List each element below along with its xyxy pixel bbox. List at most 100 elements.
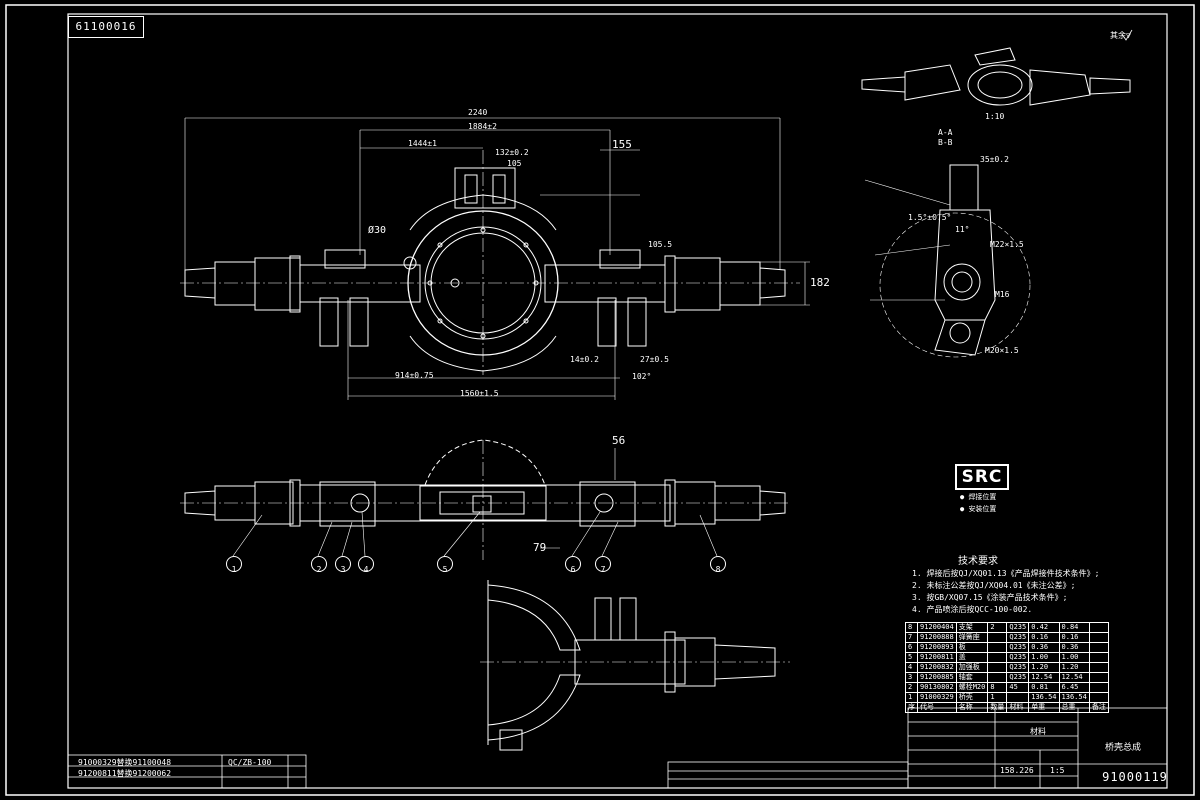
scale-value: 1:5 bbox=[1050, 766, 1065, 775]
bom-cell: 0.42 bbox=[1028, 622, 1060, 633]
bom-cell: 91000329 bbox=[917, 692, 957, 703]
balloon-label: 8 bbox=[715, 565, 721, 574]
roughness-note: 其余▽ bbox=[1110, 31, 1131, 40]
dim-d30: Ø30 bbox=[368, 225, 387, 236]
detail-view bbox=[480, 580, 790, 751]
bom-cell: 0.81 bbox=[1028, 682, 1060, 693]
bom-header: 序代号名称数量材料单重总重备注 bbox=[905, 702, 1109, 713]
bom-cell bbox=[987, 662, 1008, 673]
drawing-number-bottom: 91000119 bbox=[1102, 770, 1168, 784]
bom-cell-note bbox=[1088, 652, 1109, 663]
balloon-label: 4 bbox=[363, 565, 369, 574]
tech-req-3: 3. 按GB/XQ07.15《涂装产品技术条件》; bbox=[912, 593, 1068, 602]
bom-cell: Q235 bbox=[1006, 632, 1030, 643]
dim-79: 79 bbox=[533, 541, 547, 554]
balloon-label: 7 bbox=[600, 565, 606, 574]
bom-cell: 板 bbox=[955, 642, 989, 653]
bom-cell: 支架 bbox=[955, 622, 989, 633]
dim-105: 105 bbox=[507, 159, 522, 168]
bom-cell: 2 bbox=[987, 622, 1008, 633]
balloon-label: 2 bbox=[316, 565, 322, 574]
bom-cell: 1 bbox=[987, 692, 1008, 703]
dim-overall: 2240 bbox=[468, 108, 488, 117]
bom-cell: 0.16 bbox=[1058, 632, 1090, 643]
bom-cell: 盖 bbox=[955, 652, 989, 663]
bom-cell: 2 bbox=[905, 682, 918, 693]
section-view bbox=[864, 164, 1031, 358]
bom-cell: 91200885 bbox=[917, 672, 957, 683]
bom-cell bbox=[1006, 692, 1030, 703]
bom-cell bbox=[987, 642, 1008, 653]
balloon-7: 7 bbox=[595, 556, 611, 574]
bom-header-cell: 备注 bbox=[1088, 702, 1109, 713]
weight-value: 158.226 bbox=[1000, 766, 1034, 775]
iso-scale: 1:10 bbox=[985, 112, 1005, 121]
bom-cell: 3 bbox=[905, 672, 918, 683]
title-block-frame bbox=[67, 707, 1168, 789]
tech-req-2: 2. 未标注公差按QJ/XQ04.01《未注公差》; bbox=[912, 581, 1076, 590]
sec-dim-2: 1.5°±0.5° bbox=[908, 213, 952, 222]
side-view bbox=[180, 439, 790, 560]
dim-lower-b: 27±0.5 bbox=[640, 355, 669, 364]
bom-cell: 136.54 bbox=[1028, 692, 1060, 703]
dim-span-lower: 914±0.75 bbox=[395, 371, 434, 380]
bom-cell: Q235 bbox=[1006, 652, 1030, 663]
sec-dim-6: M16 bbox=[995, 290, 1010, 299]
dim-lower-a: 14±0.2 bbox=[570, 355, 599, 364]
main-dimensions bbox=[184, 117, 810, 400]
balloon-1: 1 bbox=[226, 556, 242, 574]
bom-cell: 0.36 bbox=[1058, 642, 1090, 653]
bom-cell: 弹簧座 bbox=[955, 632, 989, 643]
bom-cell: 12.54 bbox=[1058, 672, 1090, 683]
inner-frame bbox=[67, 13, 1168, 789]
section-label-aa: A-A bbox=[938, 128, 953, 137]
bom-cell: Q235 bbox=[1006, 642, 1030, 653]
dim-half: 1444±1 bbox=[408, 139, 437, 148]
bom-cell: 91200893 bbox=[917, 642, 957, 653]
bom-cell: 螺栓M20 bbox=[955, 682, 989, 693]
dim-angle: 102° bbox=[632, 372, 652, 381]
material-label: 材料 bbox=[1030, 727, 1046, 736]
legend-item-mount: ● 安装位置 bbox=[960, 505, 997, 513]
outer-frame bbox=[5, 4, 1195, 796]
balloon-leaders bbox=[232, 511, 718, 557]
bom-header-cell: 总重 bbox=[1058, 702, 1090, 713]
bom-cell-note bbox=[1088, 662, 1109, 673]
revision-row-1: 91000329替换91100048 bbox=[78, 758, 172, 767]
dim-span-bottom: 1560±1.5 bbox=[460, 389, 499, 398]
bom-cell-note bbox=[1088, 642, 1109, 653]
bom-header-cell: 单重 bbox=[1028, 702, 1060, 713]
bom-cell bbox=[987, 632, 1008, 643]
balloon-4: 4 bbox=[358, 556, 374, 574]
sec-dim-5: M20×1.5 bbox=[985, 346, 1019, 355]
bom-cell: 90130802 bbox=[917, 682, 957, 693]
dim-56: 56 bbox=[612, 434, 626, 447]
bom-cell: 1.20 bbox=[1028, 662, 1060, 673]
dim-182: 182 bbox=[810, 276, 830, 289]
balloon-label: 5 bbox=[442, 565, 448, 574]
bom-cell: 1.00 bbox=[1058, 652, 1090, 663]
bom-cell: 7 bbox=[905, 632, 918, 643]
revision-doc: QC/ZB-100 bbox=[228, 758, 272, 767]
bom-cell: 8 bbox=[905, 622, 918, 633]
bom-cell: 45 bbox=[1006, 682, 1030, 693]
bom-cell-note bbox=[1088, 682, 1109, 693]
bom-header-cell: 名称 bbox=[955, 702, 989, 713]
bom-cell: 1.00 bbox=[1028, 652, 1060, 663]
bom-cell: 加强板 bbox=[955, 662, 989, 673]
section-label-bb: B-B bbox=[938, 138, 953, 147]
balloon-5: 5 bbox=[437, 556, 453, 574]
bom-cell: 5 bbox=[905, 652, 918, 663]
balloon-8: 8 bbox=[710, 556, 726, 574]
main-view bbox=[180, 150, 800, 375]
